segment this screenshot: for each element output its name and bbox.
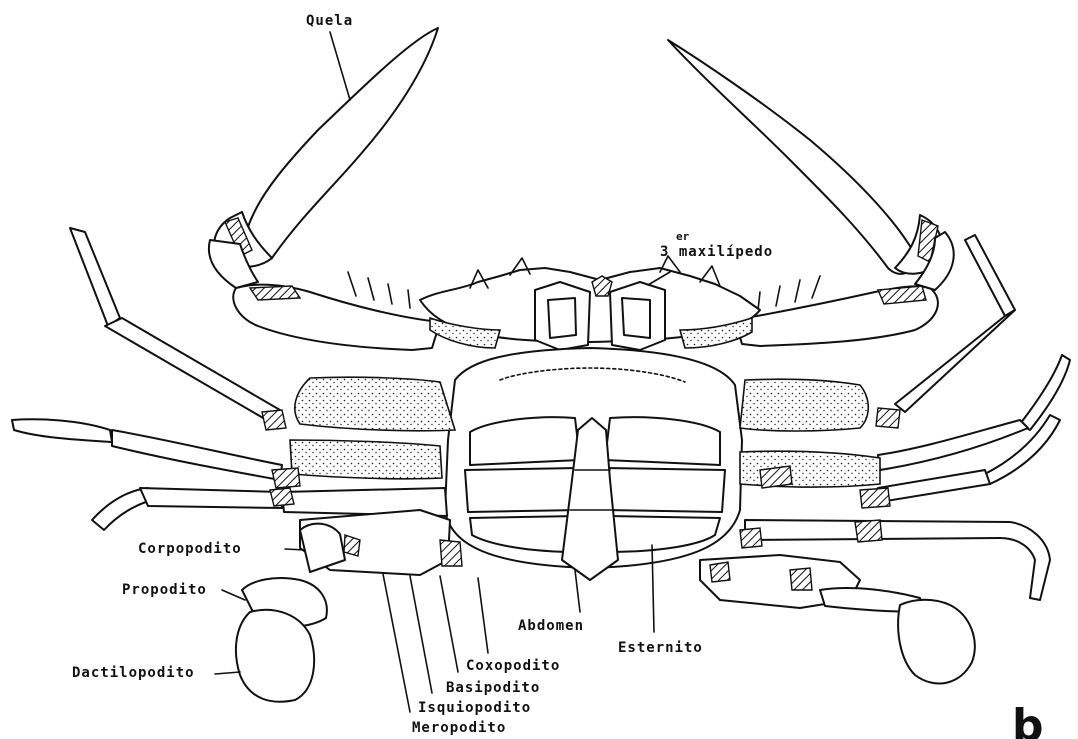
label-abdomen: Abdomen <box>518 618 584 634</box>
label-dactilopodito: Dactilopodito <box>72 665 195 681</box>
carapace-front <box>420 256 760 350</box>
label-meropodito: Meropodito <box>412 720 506 736</box>
label-basipodito: Basipodito <box>446 680 540 696</box>
label-3er-maxilipedo: 3 maxilípedo <box>660 244 773 260</box>
label-coxopodito: Coxopodito <box>466 658 560 674</box>
label-corpopodito: Corpopodito <box>138 541 242 557</box>
label-maxilipedo-superscript: er <box>676 230 690 243</box>
label-esternito: Esternito <box>618 640 703 656</box>
label-isquiopodito: Isquiopodito <box>418 700 531 716</box>
label-quela: Quela <box>306 13 353 29</box>
figure-letter: b <box>1012 700 1044 739</box>
label-propodito: Propodito <box>122 582 207 598</box>
left-cheliped <box>209 28 440 350</box>
